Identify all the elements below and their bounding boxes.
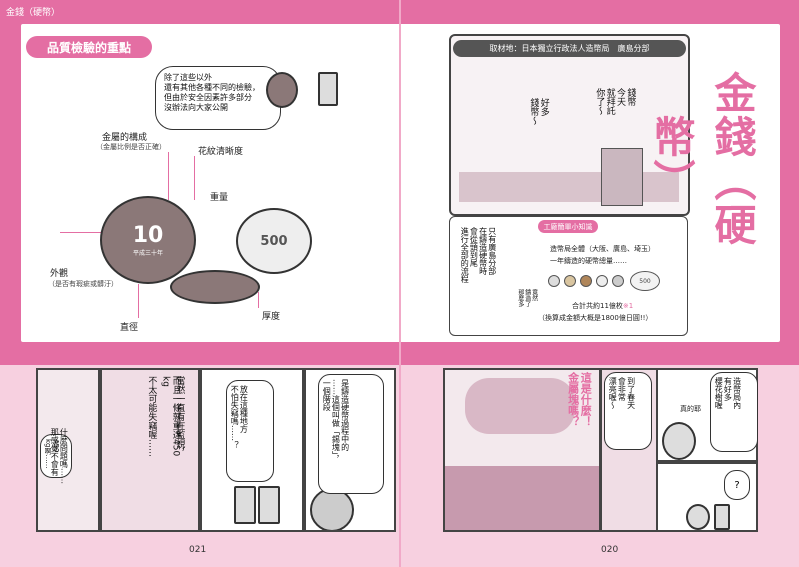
spring-text: 到了春天 會非常 漂亮喔～	[608, 377, 636, 409]
panel1-text: 什麼問題嗎…… 那感覺不會有	[50, 428, 69, 484]
source-pill: 取材地：日本獨立行政法人造幣局 廣島分部	[453, 40, 686, 57]
page-divider	[399, 0, 401, 567]
coin-icon	[596, 275, 608, 287]
spring-bubble: 到了春天 會非常 漂亮喔～	[604, 372, 652, 450]
factory-panel	[449, 34, 690, 216]
panel-warehouse-1: 450 kg啊……	[36, 368, 100, 532]
road	[445, 466, 599, 530]
ten-yen-coin: 10 平成三十年	[100, 196, 196, 284]
coin-character	[310, 488, 354, 530]
trees-text: 造幣局內 有好多 櫻花樹喔	[714, 377, 742, 409]
coin-year: 平成三十年	[132, 250, 163, 257]
tilted-coin	[170, 270, 260, 304]
coin-icon-500: 500	[630, 271, 660, 291]
info-line-2: 一年鑄造的硬幣總量……	[550, 257, 627, 265]
panel2-text-3: 不太可能失竊喔……	[146, 376, 157, 457]
page-number-right: 020	[601, 545, 619, 555]
quality-check-pill: 品質檢驗的重點	[26, 36, 152, 58]
weight-label: 重量	[210, 193, 229, 203]
pointer-line	[138, 284, 139, 318]
pointer-line	[194, 156, 195, 200]
side-text: 只有廣島分部 在鑄造硬幣時 會從頭到尾 進行全部的流程	[460, 227, 497, 283]
diameter-label: 直徑	[120, 323, 139, 333]
info-total: 合計共約11億枚※1	[572, 301, 633, 311]
metal-label: 金屬的構成	[102, 133, 148, 143]
panel2-text-1: 當然一直有在監視，	[174, 376, 185, 457]
cherry-tree	[465, 378, 575, 434]
info-money: （換算成金額大概是1800億日圓!!）	[538, 314, 653, 322]
panel-warehouse-2	[100, 368, 200, 532]
panel-tree-road	[443, 368, 601, 532]
panel3-bubble: 放在這種地方 不怕失竊嗎……？	[226, 380, 274, 482]
question-mark: ?	[734, 479, 740, 491]
metal-sublabel: （金屬比例是否正確）	[96, 143, 166, 151]
pointer-line	[168, 152, 169, 200]
coin-value: 500	[260, 233, 288, 249]
explanation-bubble: 除了這些以外 還有其他各種不同的檢驗， 但由於安全因素許多部分 沒辦法向大家公開	[155, 66, 281, 130]
block-character	[234, 486, 256, 524]
info-line-1: 造幣局全體（大阪、廣島、埼玉）	[550, 245, 655, 253]
five-hundred-yen-coin: 500	[236, 208, 312, 274]
coin-icon	[564, 275, 576, 287]
panel3-text: 放在這種地方 不怕失竊嗎……？	[230, 385, 249, 449]
appearance-label: 外觀	[50, 269, 69, 279]
panel2-text-2: 而且一條就重達450 kg	[160, 376, 181, 457]
coin-500-label: 500	[639, 277, 651, 285]
speech-many-coins: 好多 錢幣～	[528, 98, 549, 125]
block-character	[318, 72, 338, 106]
panel4-bubble: 是鑄造硬幣過程中的 ……這個叫做「錫塊」， 一個階段	[318, 374, 384, 494]
coin-character	[266, 72, 298, 108]
info-total-mark: ※1	[622, 302, 634, 310]
coin-value: 10	[132, 223, 164, 248]
hello-text: 真的耶	[680, 405, 701, 413]
wow-speech: 竟然 鑄造了 那麼多	[516, 289, 538, 307]
coin-icon	[580, 275, 592, 287]
pointer-line	[258, 292, 259, 308]
coin-character	[662, 422, 696, 460]
info-total-text: 合計共約11億枚	[572, 302, 623, 310]
coin-character	[686, 504, 710, 530]
info-panel: 工廠簡單小知識 造幣局全體（大阪、廣島、埼玉） 一年鑄造的硬幣總量…… 500 …	[449, 216, 688, 336]
appearance-sublabel: （是否有瑕疵或髒汙）	[48, 280, 118, 288]
coin-icon	[548, 275, 560, 287]
bubble-450kg: 450 kg啊……	[40, 434, 72, 478]
block-character	[258, 486, 280, 524]
data-footnote: ※2019年的數據	[650, 344, 702, 352]
page-number-left: 021	[189, 545, 207, 555]
factory-gate	[601, 148, 643, 206]
main-title: 金錢（硬幣）	[647, 71, 757, 247]
chapter-label: 金錢（硬幣）	[6, 8, 61, 18]
block-character	[714, 504, 730, 530]
pointer-line	[60, 232, 104, 233]
info-title: 工廠簡單小知識	[538, 220, 598, 233]
pattern-label: 花紋清晰度	[198, 147, 244, 157]
trees-bubble: 造幣局內 有好多 櫻花樹喔	[710, 372, 758, 452]
panel4-text: 是鑄造硬幣過程中的 ……這個叫做「錫塊」， 一個階段	[322, 379, 350, 463]
question-text: 這是什麼！ 金屬塊嗎？	[566, 372, 593, 427]
question-bubble: ?	[724, 470, 750, 500]
coin-icon	[612, 275, 624, 287]
bubble-450kg-text: 450 kg啊……	[44, 439, 61, 469]
speech-today: 錢幣 今天 就拜託 你了～	[594, 88, 636, 115]
thickness-label: 厚度	[262, 312, 281, 322]
